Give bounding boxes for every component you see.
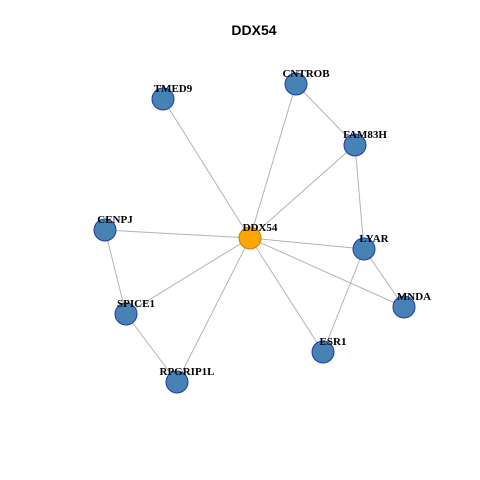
- node-circle-spice1: [114, 302, 138, 326]
- node-spice1: SPICE1: [114, 298, 155, 326]
- edge-layer: [104, 83, 405, 383]
- node-mnda: MNDA: [392, 291, 431, 319]
- edge-ddx54-esr1: [249, 237, 324, 353]
- edge-spice1-rpgrip1l: [125, 313, 178, 383]
- edge-lyar-esr1: [322, 248, 365, 353]
- edge-ddx54-lyar: [249, 237, 365, 250]
- edge-ddx54-mnda: [249, 237, 405, 308]
- node-circle-lyar: [352, 237, 376, 261]
- node-cenpj: CENPJ: [93, 214, 133, 242]
- diagram-title: DDX54: [231, 22, 276, 38]
- edge-cenpj-spice1: [104, 229, 127, 315]
- node-label-cenpj: CENPJ: [97, 214, 133, 226]
- node-lyar: LYAR: [352, 233, 390, 261]
- node-label-fam83h: FAM83H: [343, 129, 387, 141]
- node-circle-cenpj: [93, 218, 117, 242]
- node-label-cntrob: CNTROB: [282, 68, 330, 80]
- edge-lyar-mnda: [363, 248, 405, 308]
- edge-ddx54-cntrob: [249, 83, 297, 239]
- edge-ddx54-rpgrip1l: [176, 237, 251, 383]
- node-layer: DDX54 TMED9 CNTROB FAM83H CENPJ LYAR MNDA SPICE…: [93, 68, 431, 394]
- node-esr1: ESR1: [311, 336, 347, 364]
- edge-ddx54-cenpj: [104, 229, 251, 239]
- node-rpgrip1l: RPGRIP1L: [160, 366, 215, 394]
- node-circle-rpgrip1l: [165, 370, 189, 394]
- edge-fam83h-lyar: [354, 144, 365, 250]
- node-circle-ddx54: [238, 226, 262, 250]
- node-cntrob: CNTROB: [282, 68, 330, 96]
- node-circle-cntrob: [284, 72, 308, 96]
- node-circle-mnda: [392, 295, 416, 319]
- edge-cntrob-fam83h: [295, 83, 356, 146]
- node-label-lyar: LYAR: [359, 233, 389, 245]
- node-fam83h: FAM83H: [343, 129, 387, 157]
- edge-ddx54-tmed9: [162, 98, 251, 239]
- edge-ddx54-spice1: [125, 237, 251, 315]
- node-ddx54: DDX54: [238, 222, 278, 250]
- node-label-mnda: MNDA: [397, 291, 431, 303]
- node-label-spice1: SPICE1: [117, 298, 155, 310]
- edge-ddx54-fam83h: [249, 144, 356, 239]
- node-circle-tmed9: [151, 87, 175, 111]
- node-tmed9: TMED9: [151, 83, 193, 111]
- node-label-esr1: ESR1: [320, 336, 347, 348]
- node-label-rpgrip1l: RPGRIP1L: [160, 366, 215, 378]
- node-circle-esr1: [311, 340, 335, 364]
- node-circle-fam83h: [343, 133, 367, 157]
- node-label-ddx54: DDX54: [243, 222, 278, 234]
- node-label-tmed9: TMED9: [154, 83, 193, 95]
